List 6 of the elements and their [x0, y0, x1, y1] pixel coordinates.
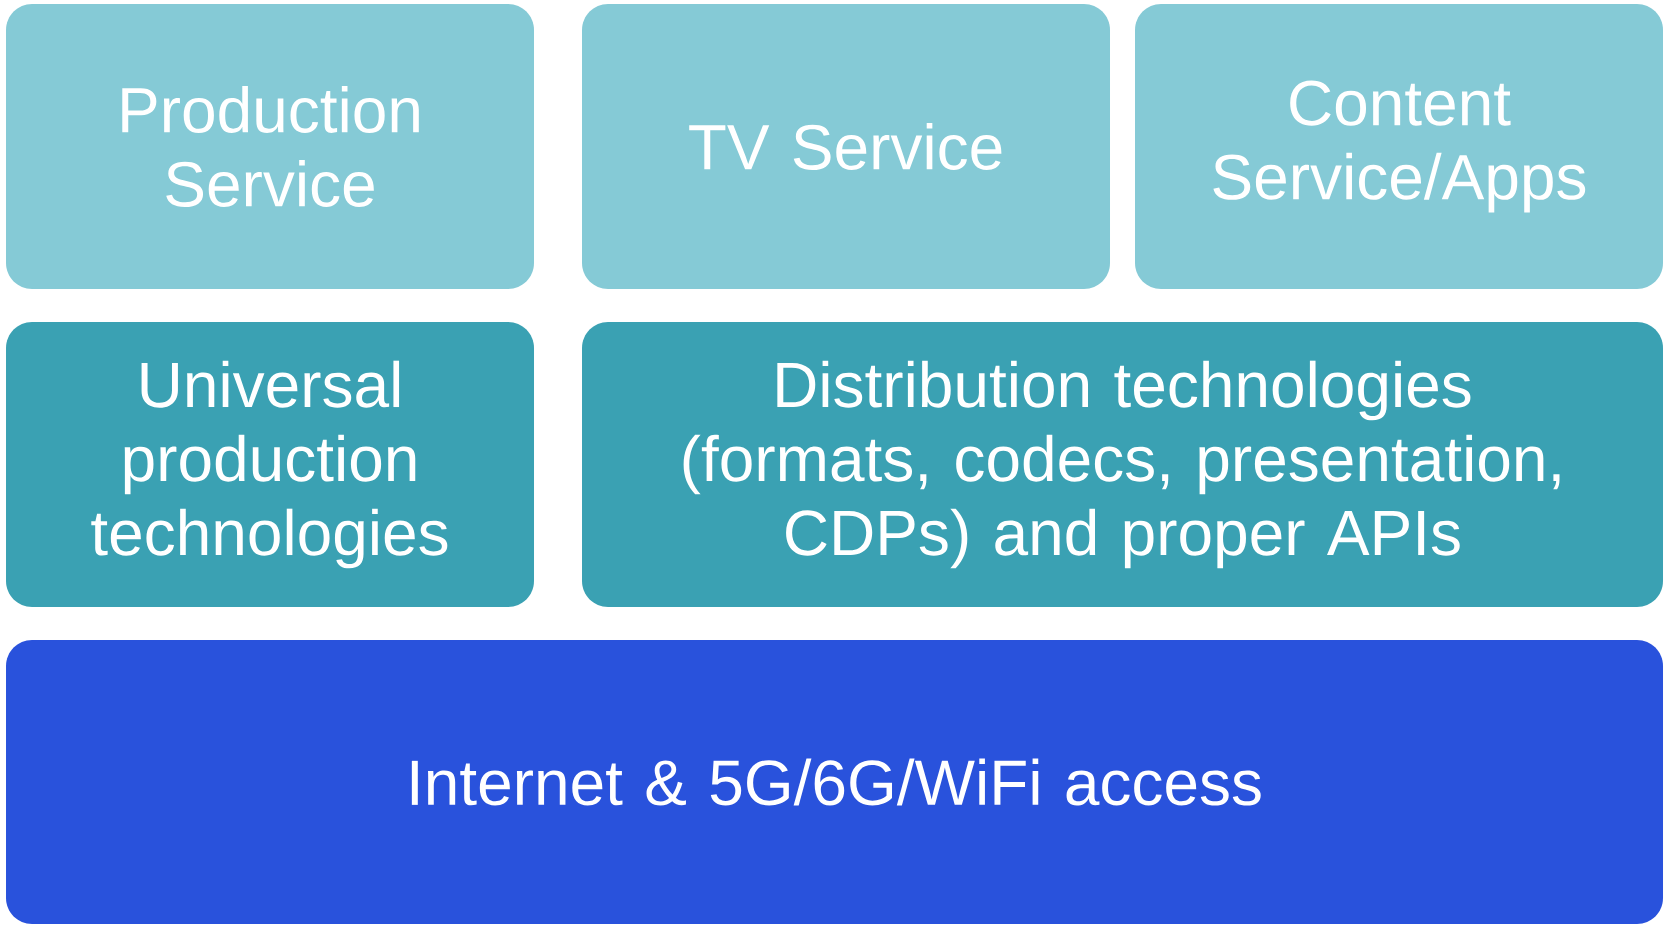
service-box: TV Service [582, 4, 1110, 289]
technology-box: Distribution technologies (formats, codecs, presentation, CDPs) and proper APIs [582, 322, 1663, 607]
access-layer-box: Internet & 5G/6G/WiFi access [6, 640, 1663, 924]
service-box: Production Service [6, 4, 534, 289]
technology-box: Universal production technologies [6, 322, 534, 607]
service-box: Content Service/Apps [1135, 4, 1663, 289]
